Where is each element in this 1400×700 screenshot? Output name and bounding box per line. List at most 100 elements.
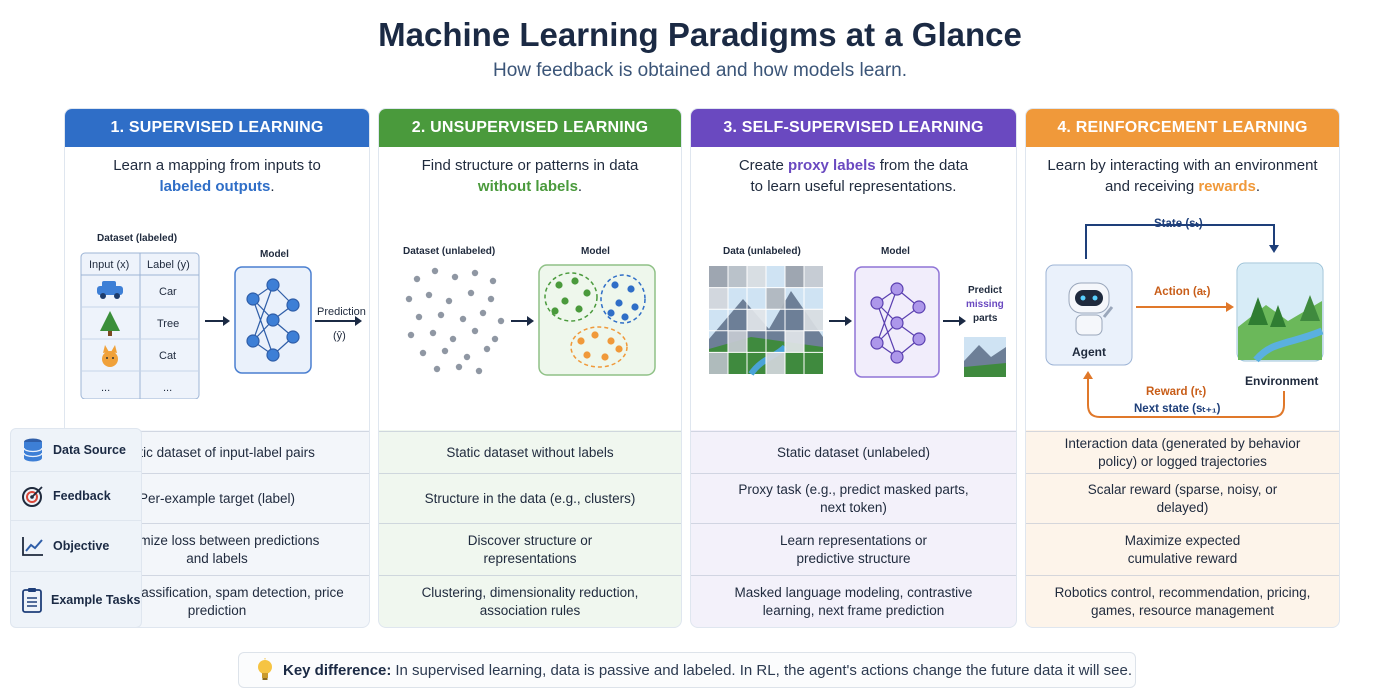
example-tasks-cell: Clustering, dimensionality reduction, as… — [379, 575, 681, 627]
row-label-data-source: Data Source — [10, 428, 142, 472]
row-label-text: Data Source — [53, 443, 126, 457]
model-box — [538, 264, 656, 376]
cluster-points — [551, 277, 639, 361]
intro-text: and receiving — [1104, 178, 1195, 195]
target-icon — [22, 486, 43, 507]
blue-cluster — [600, 274, 646, 324]
clipboard-checklist-icon — [22, 587, 42, 613]
point — [449, 335, 457, 343]
page-title: Machine Learning Paradigms at a Glance — [378, 16, 1022, 53]
row-label-text: Objective — [53, 539, 110, 553]
data-source-cell: Static dataset (unlabeled) — [691, 431, 1016, 473]
row-label-text: Example Tasks — [51, 592, 141, 607]
feedback-cell: Proxy task (e.g., predict masked parts, … — [691, 473, 1016, 523]
point — [571, 277, 579, 285]
card-intro: Create proxy labels from the data to lea… — [691, 155, 1016, 197]
point — [555, 281, 563, 289]
point — [437, 311, 445, 319]
point — [607, 337, 615, 345]
point — [425, 291, 433, 299]
card-self-supervised: 3. SELF-SUPERVISED LEARNING Create proxy… — [690, 108, 1017, 628]
landscape-icon — [1238, 264, 1324, 363]
dataset-title: Dataset (unlabeled) — [403, 246, 495, 257]
cat-icon — [102, 345, 118, 367]
intro-end: . — [577, 178, 583, 195]
point — [487, 295, 495, 303]
point — [431, 267, 439, 275]
point — [413, 275, 421, 283]
point — [471, 327, 479, 335]
row-label-objective: Objective — [10, 520, 142, 572]
point — [615, 345, 623, 353]
reinforcement-diagram: State (sₜ) Agent Action (aₜ) Environment… — [1045, 218, 1324, 418]
missing-label: missing — [966, 299, 1004, 310]
point — [611, 281, 619, 289]
supervised-diagram: Dataset (labeled) Input (x) Label (y) ..… — [80, 233, 366, 399]
input-ellipsis: ... — [101, 382, 110, 394]
point — [583, 351, 591, 359]
page-subtitle: How feedback is obtained and how models … — [492, 60, 908, 81]
point — [491, 335, 499, 343]
data-source-cell: Interaction data (generated by behavior … — [1026, 431, 1339, 473]
prediction-label: Prediction — [317, 306, 366, 318]
point — [497, 317, 505, 325]
row-label-example-tasks: Example Tasks — [10, 571, 142, 628]
point — [419, 349, 427, 357]
card-intro: Learn by interacting with an environment… — [1026, 155, 1339, 197]
point — [483, 345, 491, 353]
data-source-cell: Static dataset of input-label pairs — [65, 431, 369, 473]
row-label-text: Feedback — [53, 489, 111, 503]
dataset-title: Dataset (labeled) — [97, 233, 177, 244]
feedback-cell: Structure in the data (e.g., clusters) — [379, 473, 681, 523]
point — [451, 273, 459, 281]
card-reinforcement: 4. REINFORCEMENT LEARNING Learn by inter… — [1025, 108, 1340, 628]
point — [551, 307, 559, 315]
point — [583, 289, 591, 297]
parts-label: parts — [973, 313, 998, 324]
masked-image — [709, 266, 823, 376]
intro-end: . — [1255, 178, 1261, 195]
card-header: 4. REINFORCEMENT LEARNING — [1026, 109, 1339, 147]
point — [631, 303, 639, 311]
car-icon — [97, 281, 123, 299]
intro-text: Learn by interacting with an environment — [1047, 157, 1318, 174]
point — [433, 365, 441, 373]
agent-label: Agent — [1072, 345, 1106, 359]
unlabeled-points — [405, 267, 505, 375]
point — [429, 329, 437, 337]
card-header: 1. SUPERVISED LEARNING — [65, 109, 369, 147]
point — [459, 315, 467, 323]
card-header: 2. UNSUPERVISED LEARNING — [379, 109, 681, 147]
card-intro: Learn a mapping from inputs to labeled o… — [65, 155, 369, 197]
self-supervised-diagram: Data (unlabeled) Model Predict missing p… — [709, 246, 1006, 378]
point — [441, 347, 449, 355]
feedback-cell: Per-example target (label) — [65, 473, 369, 523]
point — [489, 277, 497, 285]
point — [463, 353, 471, 361]
point — [591, 331, 599, 339]
intro-highlight: proxy labels — [788, 157, 876, 174]
label-cell: Cat — [159, 350, 176, 362]
yhat-label: (ŷ) — [333, 330, 346, 342]
intro-highlight: labeled outputs — [159, 178, 271, 195]
intro-end: . — [270, 178, 275, 195]
objective-cell: Discover structure or representations — [379, 523, 681, 575]
example-tasks-cell: Masked language modeling, contrastive le… — [691, 575, 1016, 627]
unsupervised-diagram: Dataset (unlabeled) Model — [403, 246, 656, 376]
intro-text: to learn useful representations. — [750, 178, 957, 195]
point — [561, 297, 569, 305]
point — [407, 331, 415, 339]
reward-label: Reward (rₜ) — [1146, 386, 1206, 398]
tree-icon — [100, 311, 120, 336]
intro-highlight: without labels — [477, 178, 578, 195]
col-label: Label (y) — [147, 259, 190, 271]
label-cell: Car — [159, 286, 177, 298]
point — [467, 289, 475, 297]
state-arrow — [1085, 224, 1275, 259]
point — [601, 353, 609, 361]
point — [575, 305, 583, 313]
label-cell: Tree — [157, 318, 179, 330]
objective-cell: Learn representations or predictive stru… — [691, 523, 1016, 575]
point — [415, 313, 423, 321]
point — [471, 269, 479, 277]
